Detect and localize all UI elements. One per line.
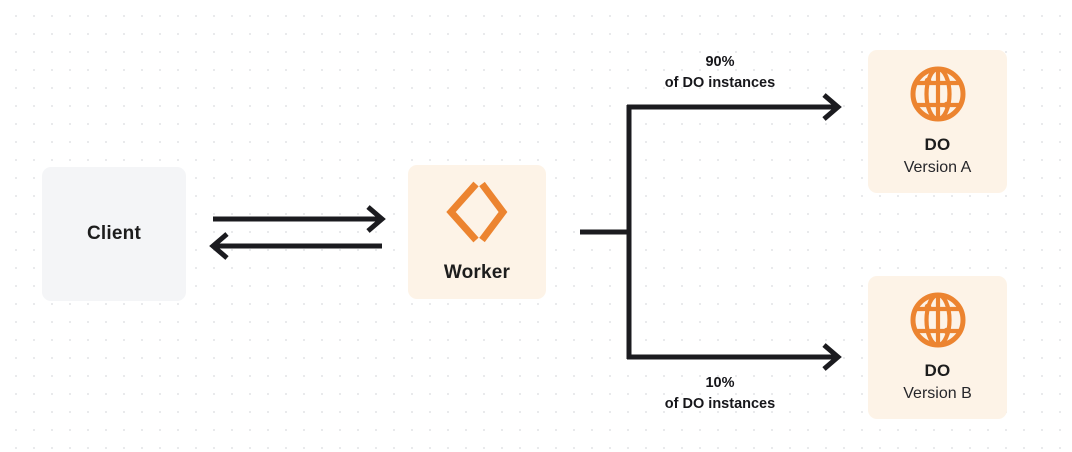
- node-client[interactable]: Client: [42, 167, 186, 301]
- node-do-a-label: DO: [924, 134, 951, 154]
- node-do-b-sublabel: Version B: [903, 384, 972, 402]
- edge-label-do-b: 10% of DO instances: [608, 373, 832, 414]
- globe-icon: [909, 65, 967, 123]
- edge-label-do-a-caption: of DO instances: [664, 74, 776, 91]
- edge-label-do-b-percent: 10%: [705, 375, 735, 391]
- cloudflare-workers-icon: [446, 179, 508, 245]
- node-do-version-b[interactable]: DO Version B: [868, 276, 1007, 419]
- globe-icon: [909, 291, 967, 349]
- node-do-version-a[interactable]: DO Version A: [868, 50, 1007, 193]
- node-do-a-sublabel: Version A: [903, 158, 972, 176]
- edge-label-do-b-caption: of DO instances: [664, 395, 776, 412]
- edge-client-to-worker: [213, 205, 386, 233]
- edge-label-do-a: 90% of DO instances: [608, 52, 832, 93]
- node-worker[interactable]: Worker: [408, 165, 546, 299]
- edge-label-do-a-percent: 90%: [705, 54, 735, 70]
- node-client-label: Client: [87, 223, 141, 245]
- edge-worker-to-do-a: [627, 93, 842, 121]
- edge-worker-to-do-b: [627, 343, 842, 371]
- node-do-b-label: DO: [924, 360, 951, 380]
- edge-worker-to-client: [209, 232, 382, 260]
- node-worker-label: Worker: [443, 262, 511, 284]
